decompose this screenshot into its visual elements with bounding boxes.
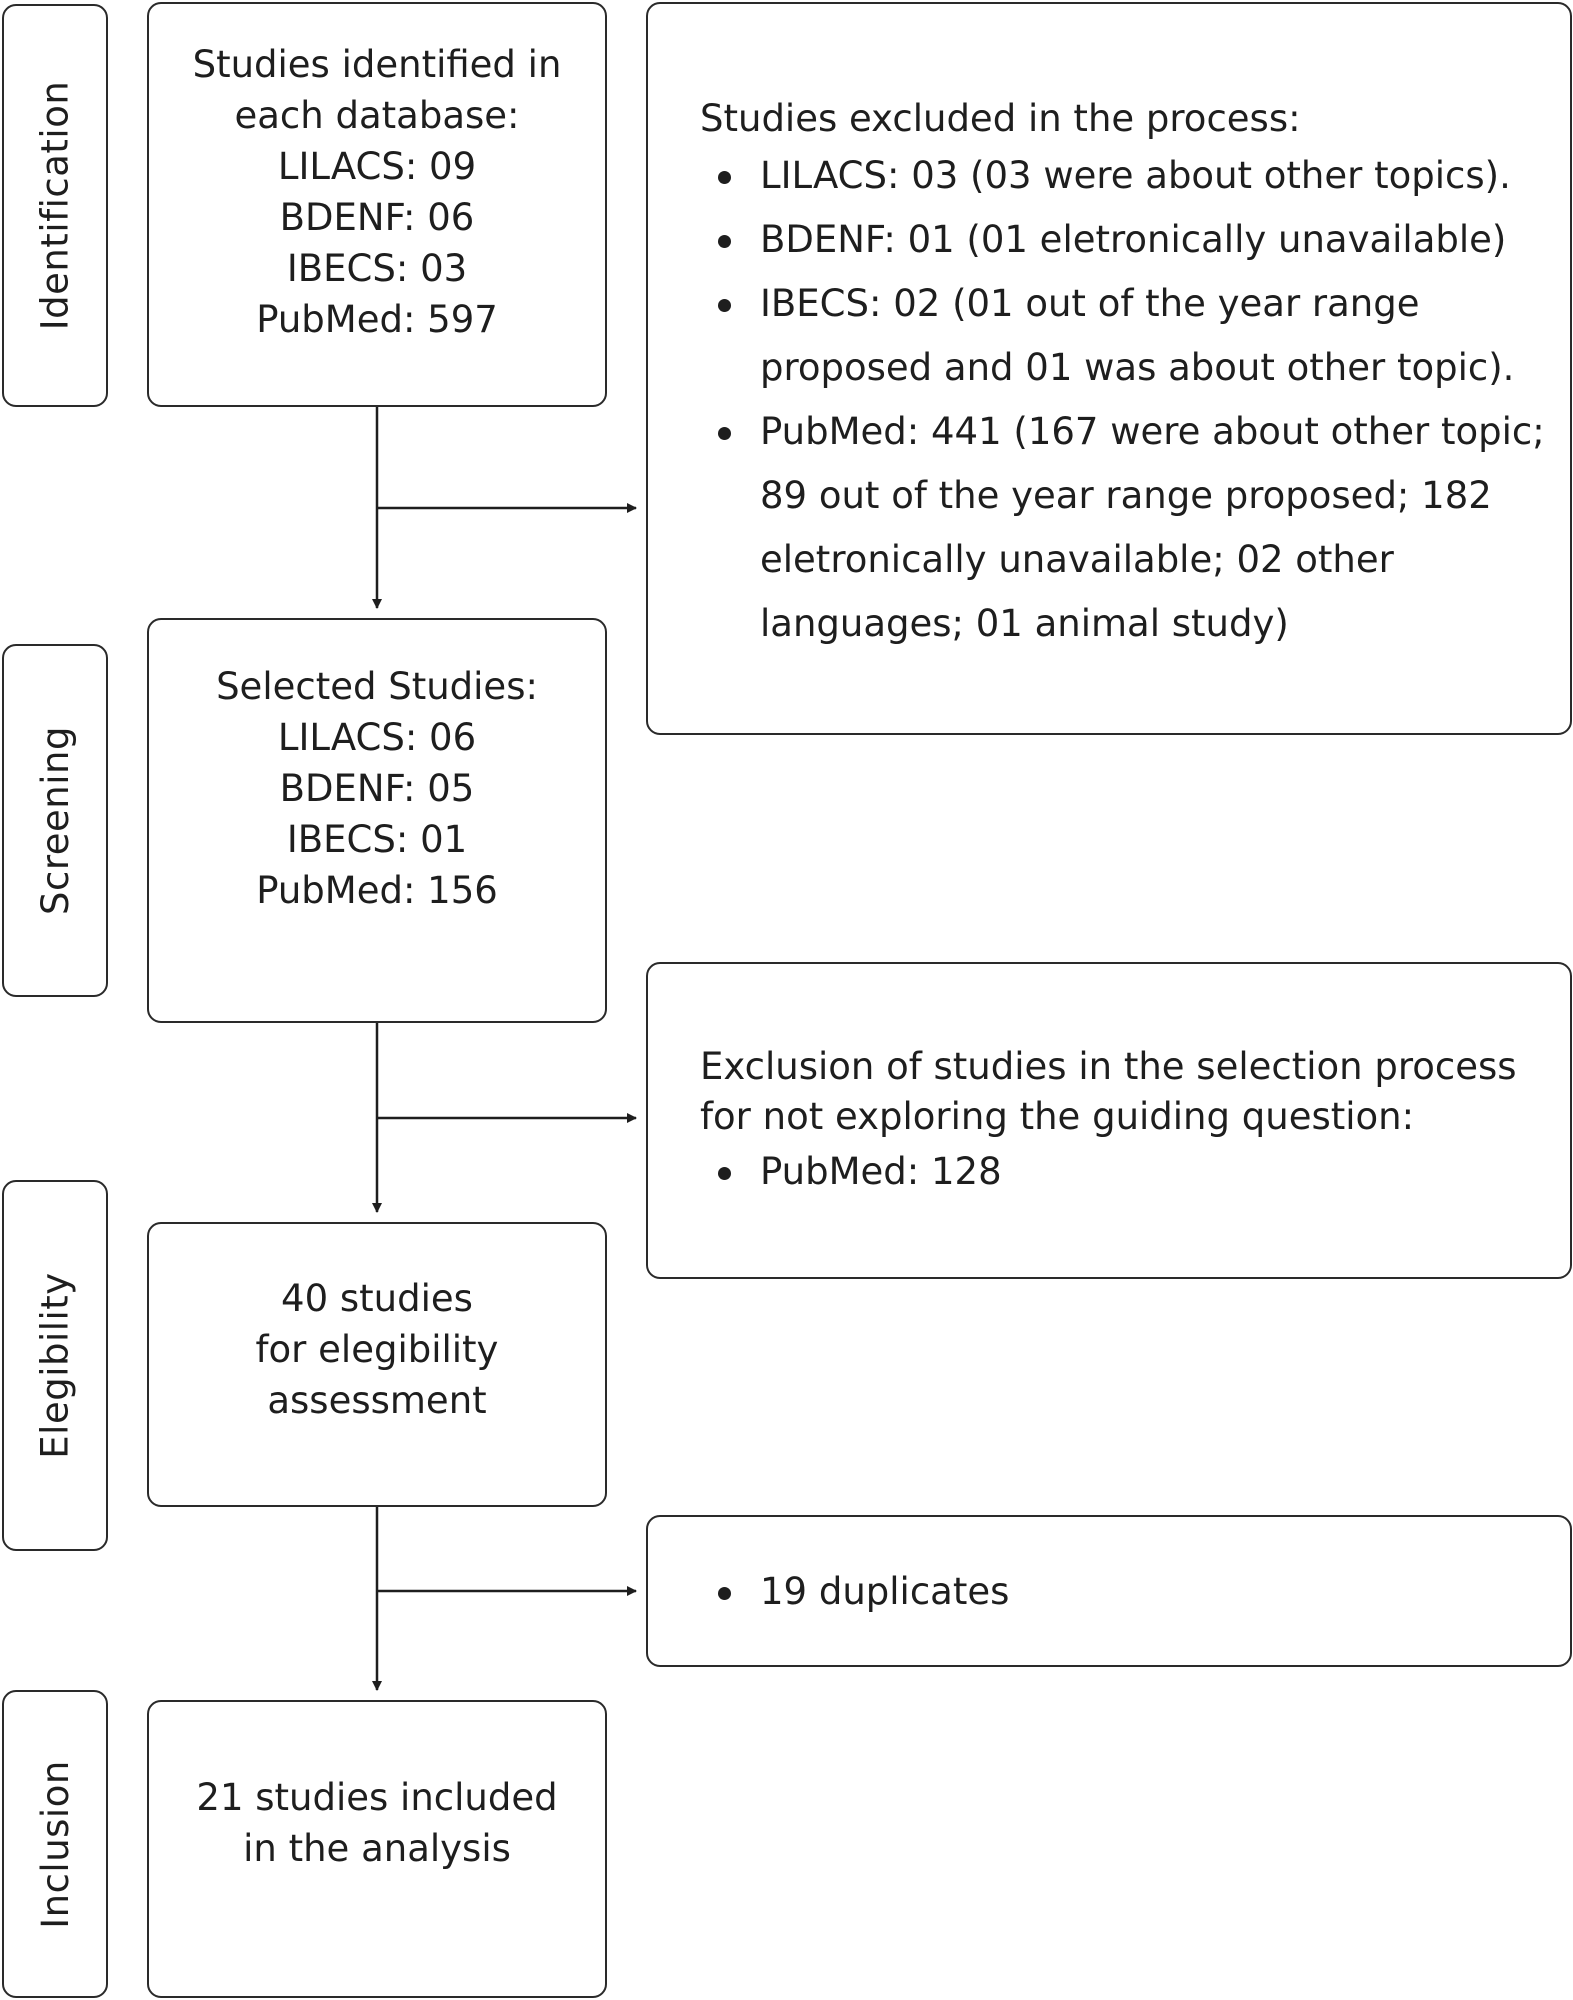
stage-screening: Screening bbox=[2, 644, 108, 997]
exclusion-box-1: Studies excluded in the process: LILACS:… bbox=[646, 2, 1572, 735]
screening-line: Selected Studies: bbox=[216, 665, 538, 708]
screening-line: PubMed: 156 bbox=[256, 869, 498, 912]
exclusion-box-3: 19 duplicates bbox=[646, 1515, 1572, 1667]
screening-line: LILACS: 06 bbox=[277, 716, 477, 759]
exclusion-3-item: 19 duplicates bbox=[700, 1560, 1550, 1624]
elegibility-box: 40 studies for elegibility assessment bbox=[147, 1222, 607, 1507]
identification-line: BDENF: 06 bbox=[279, 195, 475, 239]
exclusion-1-list: LILACS: 03 (03 were about other topics).… bbox=[700, 144, 1550, 656]
screening-line: IBECS: 01 bbox=[286, 818, 468, 861]
exclusion-1-item: PubMed: 441 (167 were about other topic;… bbox=[700, 400, 1550, 656]
inclusion-line: in the analysis bbox=[243, 1827, 511, 1870]
screening-box: Selected Studies: LILACS: 06 BDENF: 05 I… bbox=[147, 618, 607, 1023]
screening-line: BDENF: 05 bbox=[279, 767, 475, 810]
exclusion-1-item: BDENF: 01 (01 eletronically unavailable) bbox=[700, 208, 1550, 272]
exclusion-2-list: PubMed: 128 bbox=[700, 1140, 1550, 1204]
exclusion-2-heading: Exclusion of studies in the selection pr… bbox=[700, 1045, 1517, 1088]
identification-line: each database: bbox=[234, 93, 520, 137]
elegibility-line: 40 studies bbox=[281, 1277, 473, 1320]
exclusion-1-item: LILACS: 03 (03 were about other topics). bbox=[700, 144, 1550, 208]
identification-line: LILACS: 09 bbox=[277, 144, 477, 188]
exclusion-3-list: 19 duplicates bbox=[700, 1560, 1550, 1624]
identification-line: Studies identified in bbox=[192, 42, 562, 86]
identification-line: PubMed: 597 bbox=[256, 297, 498, 341]
identification-line: IBECS: 03 bbox=[286, 246, 468, 290]
exclusion-1-item: IBECS: 02 (01 out of the year range prop… bbox=[700, 272, 1550, 400]
exclusion-box-2: Exclusion of studies in the selection pr… bbox=[646, 962, 1572, 1279]
elegibility-line: for elegibility bbox=[255, 1328, 499, 1371]
identification-box: Studies identified in each database: LIL… bbox=[147, 2, 607, 407]
exclusion-2-heading: for not exploring the guiding question: bbox=[700, 1095, 1415, 1138]
stage-identification: Identification bbox=[2, 4, 108, 407]
elegibility-line: assessment bbox=[267, 1379, 487, 1422]
stage-elegibility: Elegibility bbox=[2, 1180, 108, 1551]
exclusion-2-item: PubMed: 128 bbox=[700, 1140, 1550, 1204]
exclusion-1-heading: Studies excluded in the process: bbox=[700, 97, 1301, 140]
stage-inclusion: Inclusion bbox=[2, 1690, 108, 1998]
inclusion-box: 21 studies included in the analysis bbox=[147, 1700, 607, 1998]
inclusion-line: 21 studies included bbox=[196, 1776, 558, 1819]
